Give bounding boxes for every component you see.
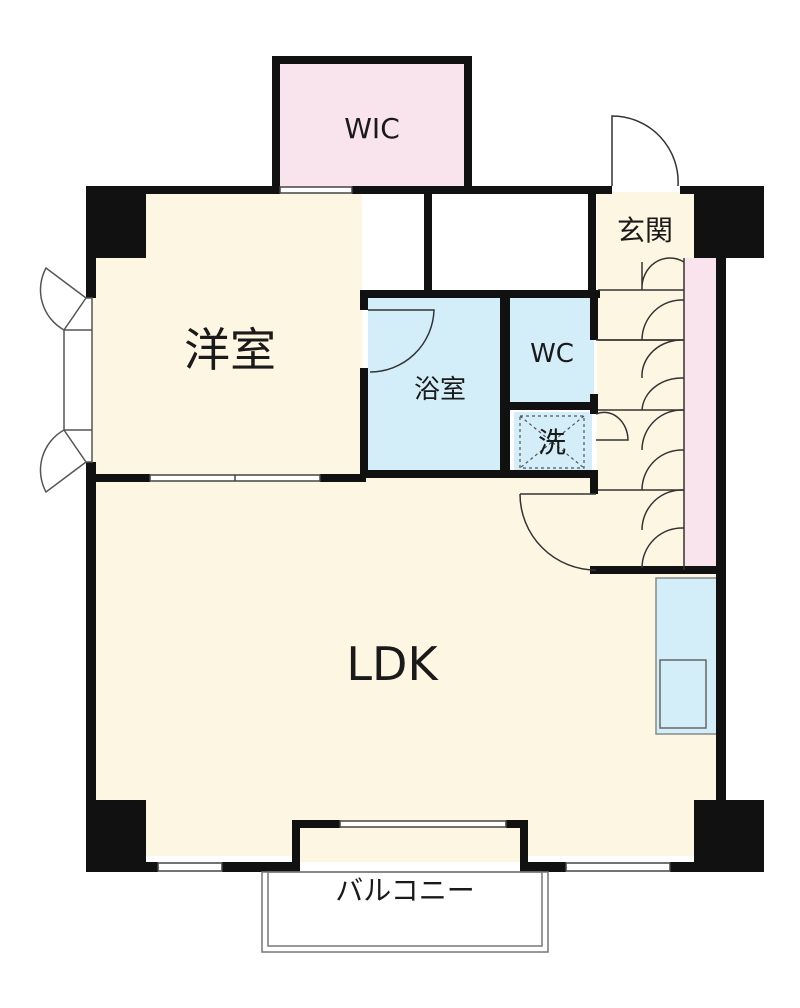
bathroom-fill bbox=[368, 296, 504, 474]
label-wc: WC bbox=[530, 339, 574, 369]
label-ldk: LDK bbox=[346, 637, 439, 691]
wc-fill bbox=[510, 296, 594, 404]
label-bathroom: 浴室 bbox=[414, 375, 466, 405]
closet-fill bbox=[432, 196, 588, 292]
label-wic: WIC bbox=[344, 112, 400, 145]
bay-window bbox=[39, 266, 93, 494]
entrance-closet-doors bbox=[598, 257, 685, 570]
label-washroom: 洗 bbox=[538, 426, 566, 459]
label-balcony: バルコニー bbox=[335, 874, 474, 907]
label-western-room: 洋室 bbox=[184, 323, 276, 377]
balcony bbox=[261, 871, 549, 953]
washing-machine-space bbox=[519, 415, 585, 469]
windows bbox=[149, 186, 671, 872]
walls bbox=[86, 56, 764, 872]
kitchen-sink bbox=[659, 659, 707, 729]
label-entrance: 玄関 bbox=[617, 214, 673, 247]
wic-fill bbox=[277, 60, 467, 190]
ldk-lower-fill bbox=[300, 826, 522, 862]
shoe-storage-fill bbox=[684, 258, 718, 570]
